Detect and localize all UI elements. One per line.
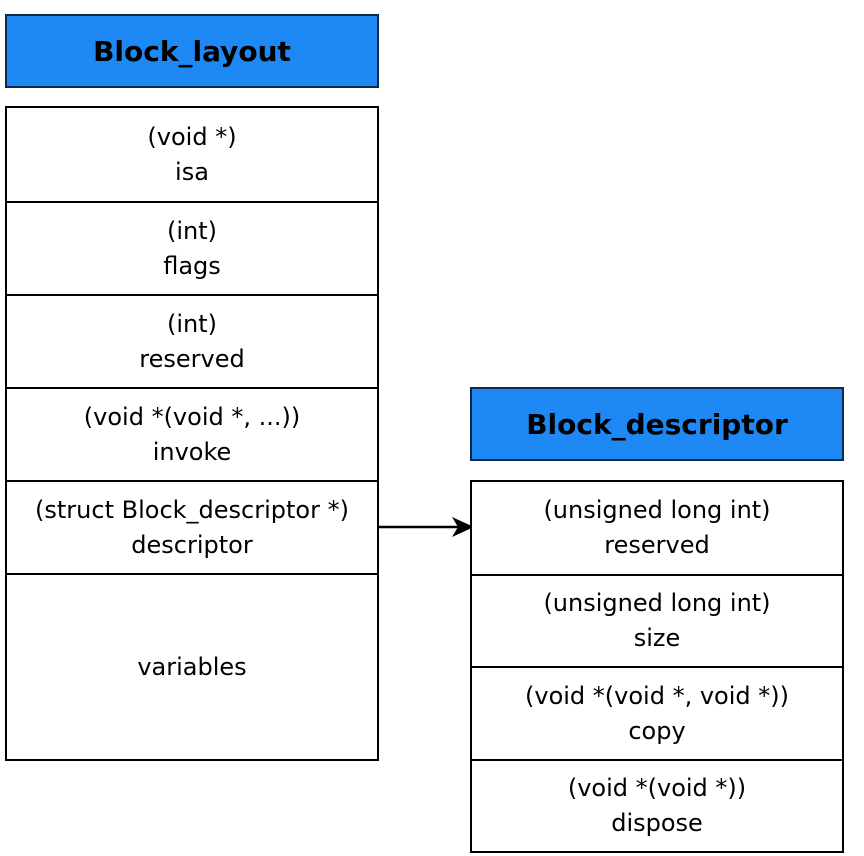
field-reserved: (int) reserved xyxy=(7,294,377,387)
field-name: descriptor xyxy=(131,530,253,559)
block-descriptor-table: (unsigned long int) reserved (unsigned l… xyxy=(470,480,844,853)
field-dispose: (void *(void *)) dispose xyxy=(472,759,842,851)
block-descriptor-title: Block_descriptor xyxy=(526,407,788,441)
block-layout-table: (void *) isa (int) flags (int) reserved … xyxy=(5,106,379,761)
field-name: reserved xyxy=(604,531,710,559)
field-flags: (int) flags xyxy=(7,201,377,294)
block-layout-title: Block_layout xyxy=(93,34,291,68)
field-type: (void *(void *, void *)) xyxy=(525,681,789,710)
field-type: (void *(void *, ...)) xyxy=(83,402,301,431)
field-reserved: (unsigned long int) reserved xyxy=(472,482,842,574)
field-type: (unsigned long int) xyxy=(543,496,771,524)
field-name: reserved xyxy=(139,344,245,373)
field-isa: (void *) isa xyxy=(7,108,377,201)
field-name: isa xyxy=(175,157,209,186)
field-type: (void *(void *)) xyxy=(567,774,747,802)
field-name: copy xyxy=(628,716,686,745)
field-invoke: (void *(void *, ...)) invoke xyxy=(7,387,377,480)
field-name: variables xyxy=(137,652,247,681)
field-type: (struct Block_descriptor *) xyxy=(35,495,349,524)
arrow-head xyxy=(452,517,474,537)
field-copy: (void *(void *, void *)) copy xyxy=(472,666,842,759)
field-name: dispose xyxy=(611,809,703,837)
field-descriptor: (struct Block_descriptor *) descriptor xyxy=(7,480,377,573)
field-name: invoke xyxy=(152,437,232,466)
pointer-arrow xyxy=(378,517,474,537)
block-layout-header: Block_layout xyxy=(5,14,379,88)
field-type: (int) xyxy=(166,309,217,338)
field-type: (int) xyxy=(166,216,217,245)
field-name: size xyxy=(633,624,681,652)
block-descriptor-header: Block_descriptor xyxy=(470,387,844,461)
field-variables: variables xyxy=(7,573,377,759)
field-name: flags xyxy=(163,251,221,280)
field-type: (void *) xyxy=(147,122,237,151)
field-type: (unsigned long int) xyxy=(543,589,771,617)
field-size: (unsigned long int) size xyxy=(472,574,842,666)
